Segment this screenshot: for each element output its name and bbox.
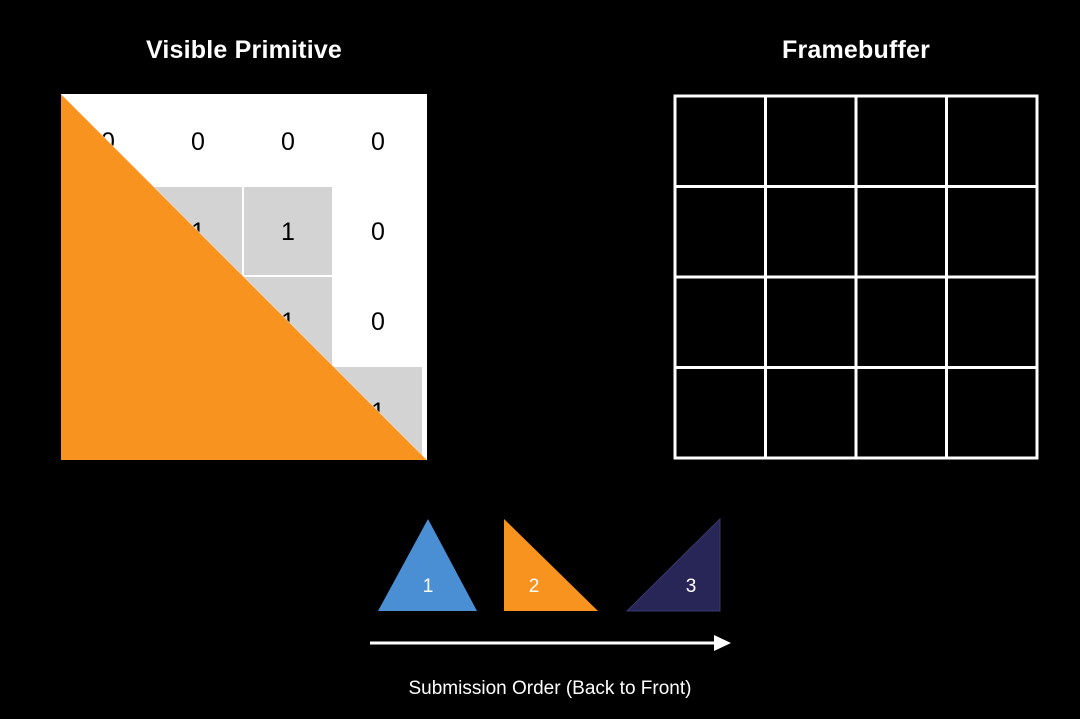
triangle-3-label: 3 xyxy=(686,576,697,597)
coverage-value: 0 xyxy=(281,128,295,156)
coverage-value: 0 xyxy=(191,128,205,156)
visible-primitive-title: Visible Primitive xyxy=(145,36,343,64)
coverage-value: 0 xyxy=(371,128,385,156)
coverage-value: 1 xyxy=(281,218,295,246)
orange-triangle-overlay xyxy=(61,94,427,460)
submission-triangles: 1 2 3 xyxy=(378,517,721,612)
triangle-2-label: 2 xyxy=(529,576,540,597)
coverage-value: 0 xyxy=(371,218,385,246)
triangle-2 xyxy=(504,519,598,611)
triangle-3 xyxy=(625,517,721,612)
framebuffer-grid xyxy=(673,94,1039,460)
triangle-1 xyxy=(378,519,477,611)
visible-primitive-grid: 0000111011101111 xyxy=(60,93,428,461)
arrow-right-icon xyxy=(370,635,731,651)
framebuffer-title: Framebuffer xyxy=(781,36,931,64)
triangle-1-label: 1 xyxy=(423,576,434,597)
submission-order-caption: Submission Order (Back to Front) xyxy=(408,678,692,699)
coverage-value: 0 xyxy=(371,308,385,336)
triangle-edge-highlight xyxy=(60,93,428,461)
coverage-cell xyxy=(244,187,332,275)
